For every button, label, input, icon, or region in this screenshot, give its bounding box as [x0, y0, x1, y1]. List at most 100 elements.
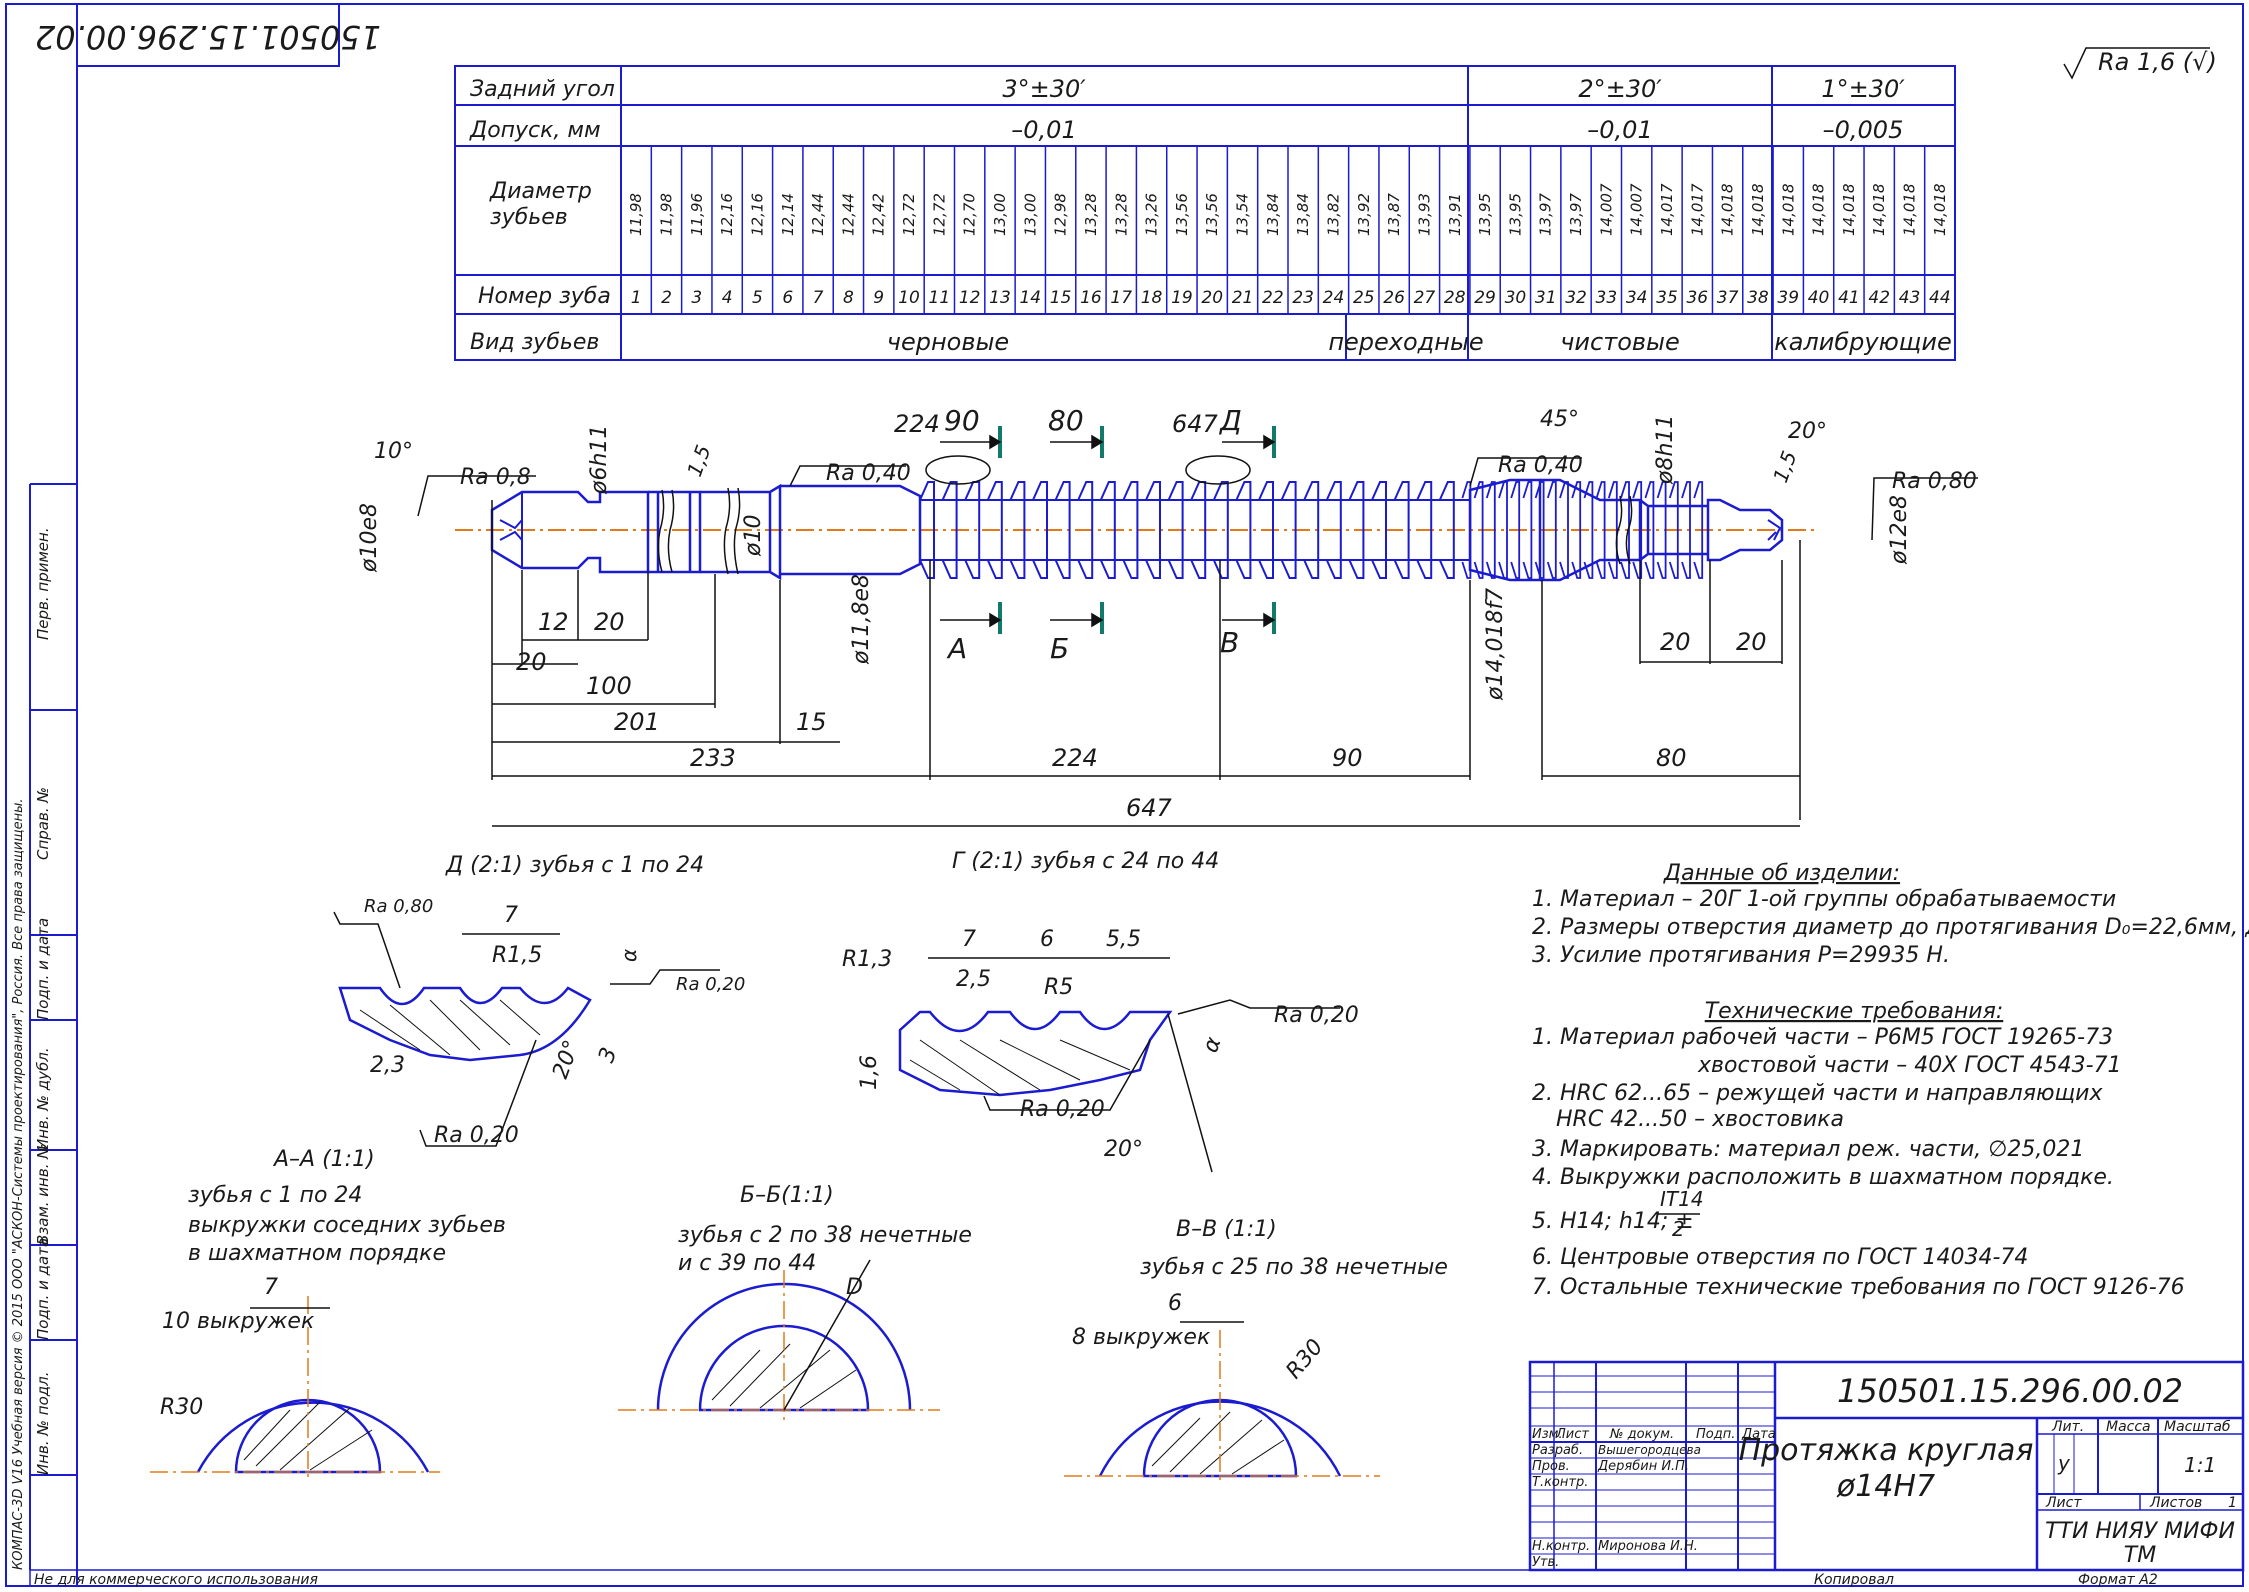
- tooth-diameter: 13,54: [1234, 193, 1252, 236]
- broach-tooth: [1644, 481, 1655, 579]
- tb-person-2: Дерябин И.П.: [1597, 1459, 1689, 1474]
- broach-tooth: [1258, 481, 1274, 579]
- dim-14-018f7: ø14,018f7: [1483, 588, 1508, 701]
- tolerance-1: –0,01: [1011, 116, 1076, 144]
- tb-h-izm: Изм.: [1532, 1427, 1563, 1442]
- tb-scale-value: 1:1: [2184, 1453, 2216, 1477]
- broach-tooth: [1522, 481, 1533, 579]
- row-label-number: Номер зуба: [478, 284, 611, 309]
- section-bb: Б–Б(1:1) зубья с 2 по 38 нечетные и с 39…: [618, 1183, 972, 1420]
- tooth-number: 37: [1717, 288, 1739, 308]
- mark-a-bottom: А: [946, 632, 967, 665]
- tooth-number: 22: [1262, 288, 1284, 308]
- detail-d-title: Д (2:1) зубья с 1 по 24: [445, 853, 704, 878]
- tech-5: 5. H14; h14; ±: [1532, 1209, 1694, 1234]
- dim-10deg: 10°: [374, 439, 413, 464]
- tooth-diameter: 13,95: [1476, 193, 1494, 236]
- tooth-number: 20: [1201, 288, 1223, 308]
- section-vv-8: 8 выкружек: [1072, 1325, 1211, 1350]
- tooth-diameter: 13,95: [1506, 193, 1524, 236]
- tb-sheet-label: Лист: [2045, 1495, 2082, 1511]
- tooth-diameter: 11,98: [627, 193, 645, 236]
- section-aa-r30: R30: [160, 1395, 203, 1420]
- tooth-number: 28: [1444, 288, 1466, 308]
- detail-g-alpha: α: [1198, 1033, 1227, 1056]
- tooth-diameter: 11,98: [657, 193, 675, 236]
- tooth-diameter: 13,00: [991, 193, 1009, 236]
- product-data-1: 1. Материал – 20Г 1-ой группы обрабатыва…: [1532, 887, 2116, 912]
- tooth-number: 40: [1808, 288, 1830, 308]
- tech-1a: 1. Материал рабочей части – Р6М5 ГОСТ 19…: [1532, 1025, 2113, 1050]
- section-aa-title: А–А (1:1): [272, 1147, 375, 1172]
- tooth-number: 35: [1656, 288, 1678, 308]
- kompas-note: КОМПАС-3D V16 Учебная версия © 2015 ООО …: [11, 798, 26, 1570]
- broach-tooth: [1656, 481, 1667, 579]
- tooth-diameter: 13,82: [1324, 193, 1342, 236]
- broach-tooth: [1473, 481, 1484, 579]
- section-aa-7: 7: [264, 1275, 278, 1300]
- dim-1-5-left: 1,5: [682, 442, 715, 480]
- broach-tooth: [1583, 481, 1594, 579]
- detail-g-title: Г (2:1) зубья с 24 по 44: [952, 849, 1219, 874]
- tooth-diameter: 13,97: [1537, 193, 1555, 236]
- tooth-number: 6: [782, 288, 793, 308]
- tech-7: 7. Остальные технические требования по Г…: [1532, 1275, 2185, 1300]
- broach-tooth: [1393, 481, 1410, 579]
- tooth-number: 8: [843, 288, 854, 308]
- side-label-4: Инв. № дубл.: [34, 1047, 52, 1150]
- tooth-diameter: 12,16: [718, 193, 736, 236]
- footer-copied: Копировал: [1814, 1572, 1894, 1588]
- tooth-diameter: 14,018: [1749, 184, 1767, 237]
- mark-b-top: 80: [1048, 404, 1084, 437]
- detail-g-ra020-b: Ra 0,20: [1274, 1003, 1359, 1028]
- dim-1-5-right: 1,5: [1768, 448, 1801, 486]
- detail-g: Г (2:1) зубья с 24 по 44 R1,3 7 6 5,5 2,…: [842, 849, 1359, 1173]
- sheet-frame: [5, 3, 2244, 1587]
- tooth-number: 16: [1080, 288, 1102, 308]
- dim-12e8: ø12e8: [1887, 495, 1912, 565]
- top-stamp-text: 150501.15.296.00.02: [35, 18, 381, 56]
- tech-5-den: 2: [1672, 1217, 1685, 1241]
- row-label-diameter-1: Диаметр: [489, 179, 592, 204]
- tooth-number: 5: [752, 288, 763, 308]
- tech-6: 6. Центровые отверстия по ГОСТ 14034-74: [1532, 1245, 2028, 1270]
- broach-tooth: [1009, 481, 1026, 579]
- dim-12: 12: [538, 608, 569, 636]
- tb-name-1: Протяжка круглая: [1739, 1433, 2034, 1468]
- broach-tooth: [919, 481, 935, 579]
- detail-g-r5: R5: [1044, 975, 1073, 1000]
- section-aa-note-3: в шахматном порядке: [188, 1241, 446, 1266]
- tooth-diameter: 12,70: [961, 193, 979, 236]
- tooth-diameter: 14,017: [1688, 183, 1706, 236]
- tooth-number: 31: [1535, 288, 1557, 308]
- detail-d-7: 7: [504, 903, 518, 928]
- broach-tooth: [986, 481, 1003, 579]
- tooth-diameter: 12,42: [870, 193, 888, 236]
- teeth-columns: 11,98111,98211,96312,16412,16512,14612,4…: [627, 146, 1951, 314]
- tech-3: 3. Маркировать: материал реж. части, ∅25…: [1532, 1137, 2084, 1162]
- ra-040-left: Ra 0,40: [826, 461, 911, 486]
- tooth-diameter: 13,91: [1446, 193, 1464, 236]
- broach-tooth: [1190, 481, 1207, 579]
- tb-h-date: Дата: [1741, 1427, 1776, 1442]
- tech-4: 4. Выкружки расположить в шахматном поря…: [1532, 1165, 2114, 1190]
- tb-role-4: Н.контр.: [1532, 1539, 1590, 1554]
- tb-scale-label: Масштаб: [2164, 1419, 2231, 1435]
- broach-tooth: [1054, 481, 1071, 579]
- angle-3: 1°±30′: [1821, 75, 1905, 103]
- tooth-number: 11: [929, 288, 951, 308]
- tooth-number: 39: [1777, 288, 1799, 308]
- mark-g: 647: [1172, 410, 1219, 438]
- side-label-5: Взам. инв. №: [34, 1143, 52, 1245]
- tooth-diameter: 13,87: [1385, 193, 1403, 236]
- section-aa-note-2: выкружки соседних зубьев: [188, 1213, 506, 1238]
- tooth-diameter: 12,14: [779, 193, 797, 236]
- broach-tooth: [1280, 481, 1297, 579]
- broach-tooth: [1668, 481, 1679, 579]
- tech-title: Технические требования:: [1705, 999, 2004, 1024]
- tb-role-5: Утв.: [1532, 1555, 1559, 1570]
- tooth-number: 3: [691, 288, 702, 308]
- tooth-number: 21: [1232, 288, 1254, 308]
- tooth-number: 34: [1626, 288, 1648, 308]
- dim-20-d: 20: [1736, 628, 1767, 656]
